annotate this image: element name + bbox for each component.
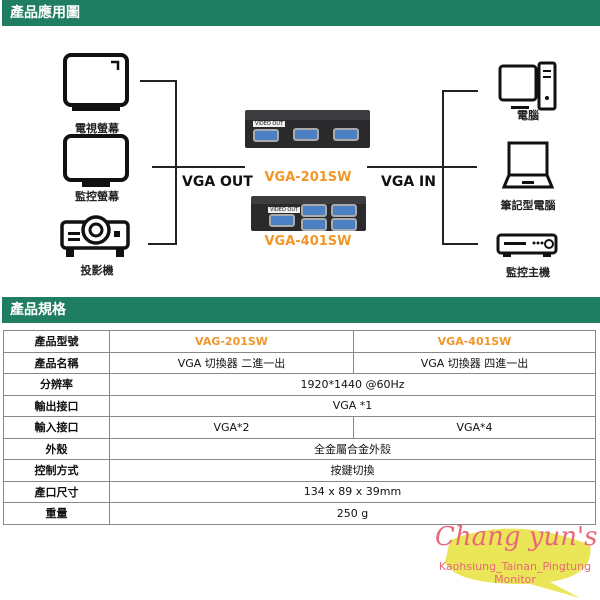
label-laptop: 筆記型電腦 bbox=[500, 199, 556, 212]
connector-line bbox=[442, 243, 478, 245]
label-monitor: 監控螢幕 bbox=[75, 190, 119, 203]
cell: 134 x 89 x 39mm bbox=[109, 480, 596, 503]
projector-icon bbox=[60, 215, 130, 257]
vga-401sw-device: VIDEO OUT bbox=[251, 196, 366, 231]
label-projector: 投影機 bbox=[80, 264, 114, 277]
row-label: 控制方式 bbox=[3, 459, 110, 482]
row-label: 外殼 bbox=[3, 437, 110, 460]
vga-port bbox=[333, 128, 359, 141]
logo-line2: Monitor bbox=[494, 573, 536, 586]
watermark-logo: Chang yun's Kaohsiung_Tainan_Pingtung Mo… bbox=[430, 520, 600, 600]
vga-port bbox=[301, 218, 327, 231]
tv-icon bbox=[63, 53, 129, 111]
row-label: 輸出接口 bbox=[3, 394, 110, 417]
label-dvr: 監控主機 bbox=[506, 266, 550, 279]
label-computer: 電腦 bbox=[517, 109, 539, 122]
cell: VGA 切換器 二進一出 bbox=[109, 351, 354, 374]
monitor-icon bbox=[63, 134, 129, 187]
section-header-application: 產品應用圖 bbox=[2, 0, 600, 26]
row-label: 產品名稱 bbox=[3, 351, 110, 374]
connector-line bbox=[152, 166, 245, 168]
logo-line1: Kaohsiung_Tainan_Pingtung bbox=[438, 560, 592, 573]
section-header-spec: 產品規格 bbox=[2, 297, 600, 323]
cell: VGA-401SW bbox=[353, 330, 596, 353]
vga-port bbox=[331, 204, 357, 217]
row-label: 產口尺寸 bbox=[3, 480, 110, 503]
connector-line bbox=[442, 90, 478, 92]
label-tv: 電視螢幕 bbox=[75, 122, 119, 135]
cell: VGA*2 bbox=[109, 416, 354, 439]
table-row: 控制方式按鍵切換 bbox=[3, 459, 596, 482]
connector-line bbox=[442, 90, 444, 245]
logo-brand: Chang yun's bbox=[435, 522, 598, 552]
cell: VAG-201SW bbox=[109, 330, 354, 353]
cell: 按鍵切換 bbox=[109, 459, 596, 482]
connector-line bbox=[140, 80, 176, 82]
vga-port bbox=[301, 204, 327, 217]
dvr-icon bbox=[496, 233, 558, 257]
desktop-computer-icon bbox=[498, 61, 557, 111]
laptop-icon bbox=[501, 141, 555, 189]
vga-201sw-device: VIDEO OUT bbox=[245, 110, 370, 148]
cell: 全金屬合金外殼 bbox=[109, 437, 596, 460]
vga-in-label: VGA IN bbox=[381, 174, 436, 190]
row-label: 重量 bbox=[3, 502, 110, 525]
cell: 250 g bbox=[109, 502, 596, 525]
vga-port bbox=[269, 214, 295, 227]
logo-bubble bbox=[445, 528, 591, 598]
row-label: 輸入接口 bbox=[3, 416, 110, 439]
connector-line bbox=[175, 80, 177, 245]
row-label: 分辨率 bbox=[3, 373, 110, 396]
table-row: 外殼全金屬合金外殼 bbox=[3, 437, 596, 460]
model-label-401: VGA-401SW bbox=[264, 234, 352, 249]
model-label-201: VGA-201SW bbox=[264, 170, 352, 185]
cell: VGA*4 bbox=[353, 416, 596, 439]
port-label-video-out: VIDEO OUT bbox=[253, 121, 286, 127]
vga-port bbox=[293, 128, 319, 141]
connector-line bbox=[367, 166, 477, 168]
connector-line bbox=[148, 243, 176, 245]
row-label: 產品型號 bbox=[3, 330, 110, 353]
cell: VGA *1 bbox=[109, 394, 596, 417]
vga-out-label: VGA OUT bbox=[182, 174, 253, 190]
port-label-video-out: VIDEO OUT bbox=[268, 207, 301, 213]
vga-port bbox=[253, 129, 279, 142]
cell: 1920*1440 @60Hz bbox=[109, 373, 596, 396]
cell: VGA 切換器 四進一出 bbox=[353, 351, 596, 374]
vga-port bbox=[331, 218, 357, 231]
